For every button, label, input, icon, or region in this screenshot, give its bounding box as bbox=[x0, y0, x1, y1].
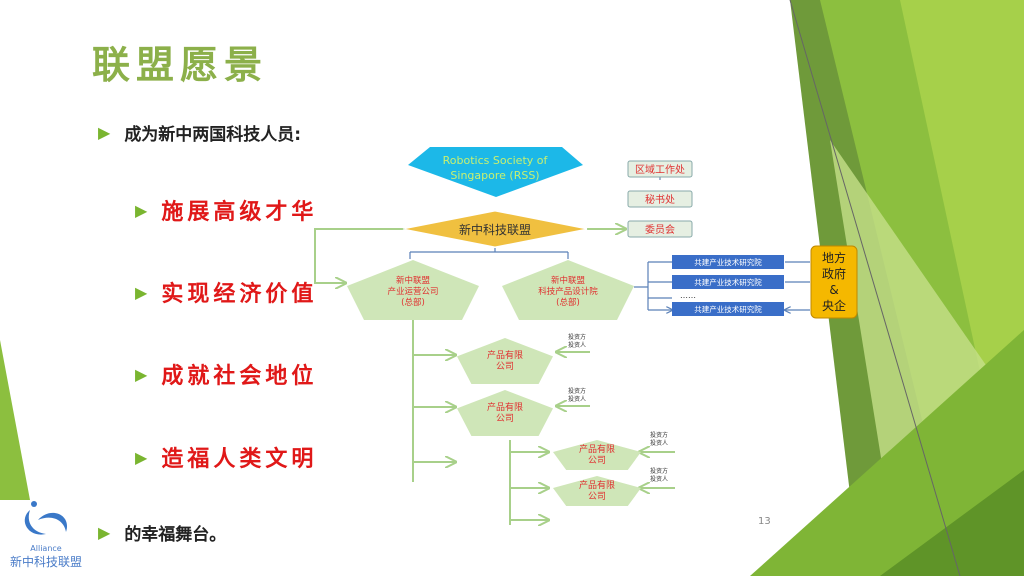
hq2-label: 科技产品设计院 bbox=[538, 286, 598, 297]
company-label: 产品有限 bbox=[487, 349, 523, 361]
company-label: 产品有限 bbox=[487, 401, 523, 413]
vision-item: ▶ 施展高级才华 bbox=[135, 194, 317, 226]
ellipsis: …… bbox=[680, 291, 696, 300]
bullet-icon: ▶ bbox=[98, 123, 111, 142]
investor-label: 投资人 bbox=[568, 395, 586, 403]
company-shape bbox=[457, 390, 553, 436]
org-box-secretariat: 秘书处 bbox=[645, 193, 675, 206]
investor-label: 投资方 bbox=[650, 431, 668, 439]
intro-text: 成为新中两国科技人员: bbox=[124, 125, 302, 145]
org-box-regional: 区域工作处 bbox=[635, 163, 685, 176]
hq2-label: (总部) bbox=[556, 297, 580, 308]
gov-label: 央企 bbox=[822, 298, 846, 313]
logo-en: Alliance bbox=[30, 544, 62, 553]
gov-label: 地方 bbox=[822, 250, 846, 265]
company-label: 公司 bbox=[496, 361, 514, 372]
investor-label: 投资人 bbox=[650, 475, 668, 483]
logo-cn: 新中科技联盟 bbox=[9, 555, 82, 569]
rss-label: Robotics Society of bbox=[443, 154, 549, 167]
vision-text: 造福人类文明 bbox=[161, 446, 318, 472]
hq1-label: 产业运营公司 bbox=[387, 286, 438, 297]
hq1-label: 新中联盟 bbox=[396, 275, 431, 286]
gov-label: 政府 bbox=[822, 266, 846, 281]
institute-box: 共建产业技术研究院 bbox=[694, 257, 762, 267]
company-shape bbox=[553, 476, 641, 506]
outro-line: ▶ 的幸福舞台。 bbox=[98, 520, 226, 545]
investor-label: 投资人 bbox=[568, 341, 586, 349]
bullet-icon: ▶ bbox=[98, 523, 111, 542]
vision-text: 施展高级才华 bbox=[161, 199, 318, 225]
alliance-logo: Alliance 新中科技联盟 bbox=[6, 498, 86, 570]
institute-box: 共建产业技术研究院 bbox=[694, 277, 762, 287]
investor-label: 投资人 bbox=[650, 439, 668, 447]
bullet-icon: ▶ bbox=[135, 282, 152, 302]
bullet-icon: ▶ bbox=[135, 447, 152, 467]
vision-item: ▶ 造福人类文明 bbox=[135, 441, 317, 473]
company-shape bbox=[457, 338, 553, 384]
institute-box: 共建产业技术研究院 bbox=[694, 304, 762, 314]
rss-label: Singapore (RSS) bbox=[450, 169, 539, 182]
vision-item: ▶ 成就社会地位 bbox=[135, 358, 317, 390]
bullet-icon: ▶ bbox=[135, 364, 152, 384]
company-label: 公司 bbox=[588, 455, 606, 466]
hq1-label: (总部) bbox=[401, 297, 425, 308]
gov-label: & bbox=[829, 283, 838, 297]
bullet-icon: ▶ bbox=[135, 200, 152, 220]
vision-item: ▶ 实现经济价值 bbox=[135, 276, 317, 308]
company-label: 公司 bbox=[496, 413, 514, 424]
company-label: 产品有限 bbox=[579, 443, 615, 455]
company-label: 产品有限 bbox=[579, 479, 615, 491]
company-shape bbox=[553, 440, 641, 470]
logo-swirl-icon bbox=[24, 501, 68, 535]
alliance-label: 新中科技联盟 bbox=[459, 222, 531, 237]
company-label: 公司 bbox=[588, 491, 606, 502]
intro-line: ▶ 成为新中两国科技人员: bbox=[98, 120, 301, 145]
vision-text: 成就社会地位 bbox=[161, 363, 318, 389]
investor-label: 投资方 bbox=[568, 333, 586, 341]
org-box-committee: 委员会 bbox=[645, 223, 675, 236]
page-number: 13 bbox=[758, 516, 771, 527]
investor-label: 投资方 bbox=[650, 467, 668, 475]
hq2-label: 新中联盟 bbox=[551, 275, 586, 286]
vision-text: 实现经济价值 bbox=[161, 281, 318, 307]
page-title: 联盟愿景 bbox=[92, 42, 269, 87]
investor-label: 投资方 bbox=[568, 387, 586, 395]
outro-text: 的幸福舞台。 bbox=[124, 525, 227, 545]
